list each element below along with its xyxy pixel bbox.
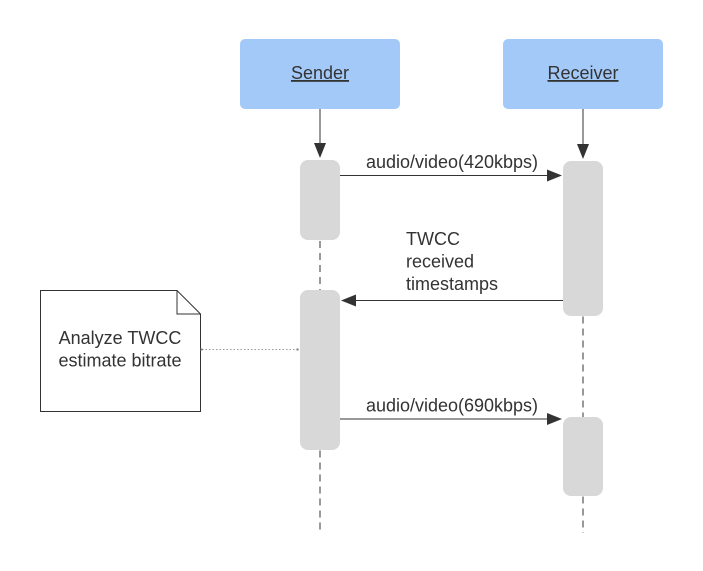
sender-box <box>240 39 400 109</box>
message-label-line: received <box>406 252 474 272</box>
sender-label: Sender <box>291 63 349 83</box>
message-label: audio/video(420kbps) <box>366 152 538 172</box>
message-twcc-timestamps: TWCC received timestamps <box>341 229 563 307</box>
arrow-down-icon <box>314 143 326 158</box>
receiver-label: Receiver <box>547 63 618 83</box>
activation-bars <box>300 160 603 496</box>
arrow-down-icon <box>577 144 589 159</box>
receiver-box <box>503 39 663 109</box>
receiver-activation-1 <box>563 161 603 316</box>
participant-receiver: Receiver <box>503 39 663 109</box>
note-text-line: Analyze TWCC <box>59 328 182 348</box>
sender-start-arrow <box>314 109 326 158</box>
arrow-left-icon <box>341 294 356 307</box>
note-analyze-twcc: Analyze TWCC estimate bitrate <box>40 290 201 412</box>
receiver-activation-2 <box>563 417 603 496</box>
receiver-start-arrow <box>577 109 589 159</box>
arrow-right-icon <box>547 413 562 425</box>
message-label-line: timestamps <box>406 274 498 294</box>
note-paper-shape <box>40 290 201 412</box>
message-audio-video-420: audio/video(420kbps) <box>340 152 562 182</box>
note-connector <box>200 348 299 351</box>
message-label-line: TWCC <box>406 229 460 249</box>
sender-activation-2 <box>300 290 340 450</box>
note-fold-corner <box>176 290 201 315</box>
message-audio-video-690: audio/video(690kbps) <box>340 396 562 425</box>
connector-endpoint-dot <box>296 348 299 351</box>
note-text-line: estimate bitrate <box>58 351 181 371</box>
sender-activation-1 <box>300 160 340 240</box>
arrow-right-icon <box>547 169 562 182</box>
participant-sender: Sender <box>240 39 400 109</box>
connector-endpoint-dot <box>200 348 203 351</box>
message-label: audio/video(690kbps) <box>366 396 538 416</box>
